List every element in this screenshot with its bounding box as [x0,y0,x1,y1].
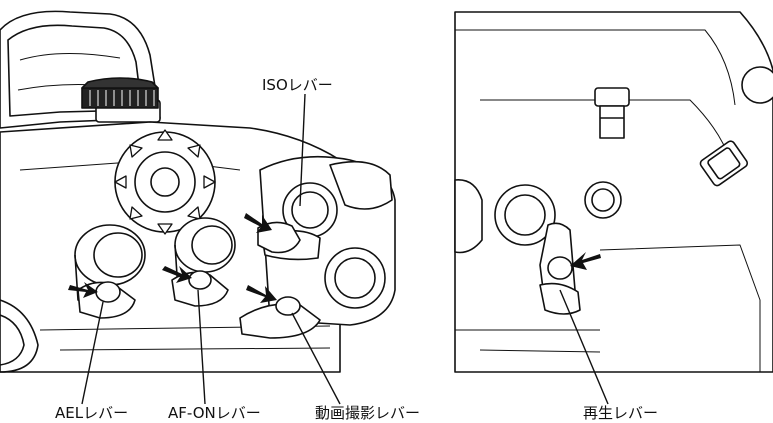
af-on-lever-label: AF-ONレバー [168,404,261,422]
screw-post [594,87,630,139]
left-arrows [68,213,277,303]
ael-lever-label: AELレバー [55,404,129,422]
playback-lever-button [547,256,573,280]
ael-arrow [68,282,98,298]
af-on-arrow [162,266,192,283]
left-ring [0,314,25,366]
ael-lever-button [95,281,121,303]
right-panel [454,11,773,373]
right-knob-small-inner [591,188,615,212]
right-base-line [479,349,601,353]
right-gear-edge [454,179,483,254]
left-ring [0,299,39,373]
movie-lever-button [275,296,301,316]
af-on-lever-button [188,270,212,290]
left-panel [0,10,396,373]
iso-leader [299,93,306,207]
af-on-leader [197,289,206,405]
top-dial-knob [81,77,161,123]
playback-arrow [570,252,601,270]
playback-lever-label: 再生レバー [583,404,659,422]
movie-lever-label: 動画撮影レバー [315,404,421,422]
right-knob-large-inner [504,194,546,236]
side-valve [699,140,749,187]
playback-lever-paddle [539,282,581,315]
af-on-cylinder [174,217,236,298]
movie-leader [291,312,341,405]
ael-leader [81,301,104,405]
gear-control [114,129,216,235]
playback-leader [559,289,609,405]
upper-right-knob [741,66,773,104]
top-shell-line [19,52,121,61]
body-plate-edge [59,347,331,351]
top-shell-inner [7,24,143,117]
movie-arrow [246,285,277,303]
right-top-curve [455,29,736,106]
leader-lines [81,93,609,405]
ael-cylinder [74,224,146,309]
right-lower-plate [599,244,761,372]
iso-arrow [244,213,272,233]
iso-lever-label: ISOレバー [262,76,333,94]
